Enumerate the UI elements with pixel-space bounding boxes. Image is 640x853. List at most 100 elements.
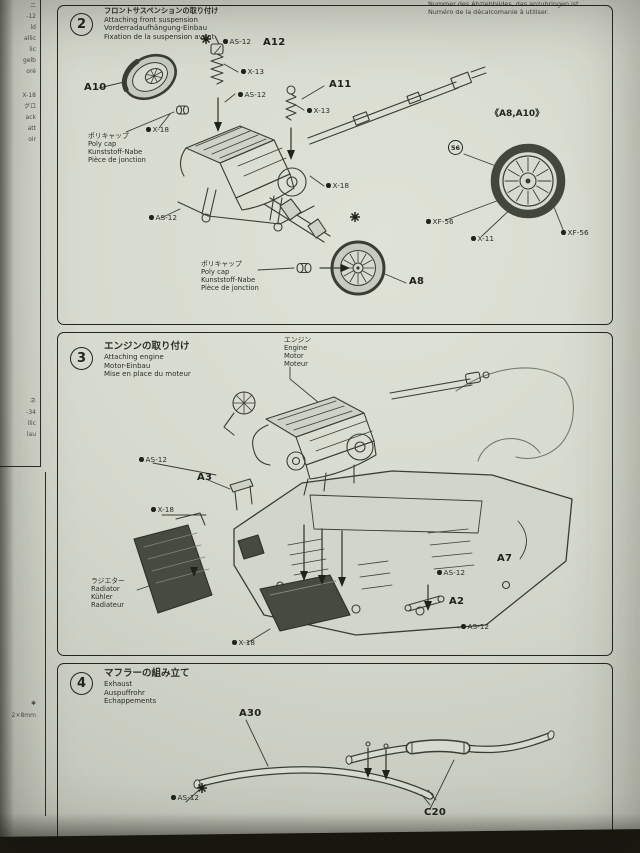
- paint-callout-as12: AS-12: [171, 793, 199, 802]
- margin-text-fragment: ack: [25, 114, 36, 121]
- paint-56-icon: 56: [448, 140, 463, 155]
- margin-text-fragment: ld: [30, 24, 36, 31]
- step-title-ja: フロントサスペンションの取り付け: [104, 6, 219, 15]
- note-line-en: Poly cap: [201, 268, 230, 276]
- step-title-de: Motor-Einbau: [104, 361, 151, 370]
- paint-dot-icon: [238, 92, 243, 97]
- shock-a12-drawing: [210, 35, 224, 85]
- note-line-ja: ポリキャップ: [201, 260, 242, 268]
- assembly-arrows: [364, 768, 390, 780]
- note-line-de: Kühler: [91, 593, 113, 601]
- step-title-de: Vorderradaufhängung-Einbau: [104, 24, 208, 33]
- step-number-badge: 4: [70, 672, 93, 695]
- margin-text-fragment: グロ: [23, 103, 36, 110]
- step-title-fr: Echappements: [104, 697, 157, 706]
- margin-text-fragment: ニ: [29, 2, 36, 9]
- paint-dot-icon: [307, 108, 312, 113]
- paint-dot-icon: [139, 457, 144, 462]
- polycap-part-drawing: [175, 105, 312, 274]
- note-line-de: Kunststoff-Nabe: [201, 276, 256, 284]
- part-label-a30: A30: [239, 708, 262, 719]
- front-axle-drawing: [263, 197, 331, 243]
- bracket-a2-drawing: [404, 595, 445, 612]
- paint-callout-as12: AS-12: [149, 213, 177, 222]
- margin-text-fragment: X-18: [22, 92, 36, 99]
- paint-dot-icon: [232, 640, 237, 645]
- column-divider-line: [45, 472, 47, 816]
- step-4-titles: マフラーの組み立て Exhaust Auspuffrohr Echappemen…: [104, 668, 190, 706]
- photo-left-shadow: [0, 0, 14, 853]
- step-number-badge: 3: [70, 347, 93, 370]
- paint-callout-label: X-13: [313, 106, 331, 115]
- engine-note: エンジン Engine Motor Moteur: [284, 336, 311, 368]
- paint-callout-x13: X-13: [241, 67, 264, 76]
- paint-callout-x13: X-13: [307, 106, 330, 115]
- step-title-fr: Fixation de la suspension avant: [104, 32, 215, 41]
- part-label-a7: A7: [497, 553, 513, 564]
- margin-text-fragment: att: [27, 125, 36, 132]
- note-line-fr: Moteur: [284, 360, 308, 368]
- shock-a11-drawing: [285, 85, 297, 121]
- engine-installation-drawing: [133, 366, 574, 644]
- paint-callout-label: AS-12: [244, 90, 267, 99]
- paint-dot-icon: [561, 230, 566, 235]
- margin-text-fragment: -34: [26, 409, 36, 416]
- column-divider-line: [0, 466, 41, 468]
- paint-callout-as12: AS-12: [461, 622, 489, 631]
- step-2-titles: フロントサスペンションの取り付け Attaching front suspens…: [104, 6, 219, 41]
- paint-callout-label: AS-12: [145, 455, 168, 464]
- wheel-inset-label: 《A8,A10》: [490, 109, 545, 119]
- paint-callout-label: AS-12: [467, 622, 490, 631]
- margin-text-fragment: -12: [26, 13, 36, 20]
- margin-screw-icon: ✱: [30, 700, 36, 707]
- paint-callout-xf56: XF-56: [426, 217, 454, 226]
- step-title-en: Exhaust: [104, 680, 133, 688]
- paint-callout-label: X-13: [247, 67, 265, 76]
- polycap-note: ポリキャップ Poly cap Kunststoff-Nabe Pièce de…: [88, 132, 146, 164]
- paint-dot-icon: [426, 219, 431, 224]
- bracket-a3-drawing: [229, 478, 254, 511]
- paint-callout-x11: X-11: [471, 234, 494, 243]
- step-3-titles: エンジンの取り付け Attaching engine Motor-Einbau …: [104, 341, 191, 379]
- step-title-ja: エンジンの取り付け: [104, 341, 190, 352]
- step-title-en: Attaching engine: [104, 353, 164, 361]
- column-divider-line: [40, 0, 42, 466]
- margin-text-fragment: 2×8mm: [11, 712, 36, 719]
- step-2-panel: 2 フロントサスペンションの取り付け Attaching front suspe…: [57, 5, 613, 325]
- part-label-a10: A10: [84, 82, 107, 93]
- decal-note-line: Numéro de la décalcomanie à utiliser.: [428, 7, 549, 16]
- note-line-de: Motor: [284, 352, 304, 360]
- part-label-a12: A12: [263, 37, 286, 48]
- note-line-ja: エンジン: [284, 336, 312, 344]
- margin-text-fragment: oir: [28, 136, 36, 143]
- part-label-a11: A11: [329, 79, 352, 90]
- paint-callout-label: X-18: [238, 638, 256, 647]
- screw-icon: [201, 34, 360, 222]
- floor-shield-drawing: [259, 574, 351, 632]
- paint-dot-icon: [149, 215, 154, 220]
- note-line-de: Kunststoff-Nabe: [88, 148, 143, 156]
- paint-callout-x18: X-18: [326, 181, 349, 190]
- paint-callout-label: AS-12: [229, 37, 252, 46]
- paint-callout-as12: AS-12: [437, 568, 465, 577]
- decal-note: Nummer des Abziehbildes, das anzubringen…: [428, 0, 633, 16]
- front-suspension-drawing: [98, 34, 566, 296]
- radiator-drawing: [133, 512, 213, 614]
- polycap-note: ポリキャップ Poly cap Kunststoff-Nabe Pièce de…: [201, 260, 259, 292]
- engine-drawing: [177, 125, 315, 232]
- paint-callout-label: X-18: [332, 181, 350, 190]
- paint-dot-icon: [146, 127, 151, 132]
- margin-text-fragment: lau: [26, 431, 36, 438]
- paint-callout-label: AS-12: [443, 568, 466, 577]
- paint-callout-x18: X-18: [146, 125, 169, 134]
- note-line-fr: Radiateur: [91, 601, 125, 609]
- paint-callout-x18: X-18: [232, 638, 255, 647]
- margin-text-fragment: llic: [27, 420, 36, 427]
- note-line-en: Poly cap: [88, 140, 117, 148]
- paint-callout-label: X-18: [152, 125, 170, 134]
- step-number-badge: 2: [70, 13, 93, 36]
- decal-note-line: Nummer des Abziehbildes, das anzubringen…: [428, 0, 581, 8]
- radiator-note: ラジエター Radiator Kühler Radiateur: [91, 577, 125, 609]
- paint-callout-label: AS-12: [177, 793, 200, 802]
